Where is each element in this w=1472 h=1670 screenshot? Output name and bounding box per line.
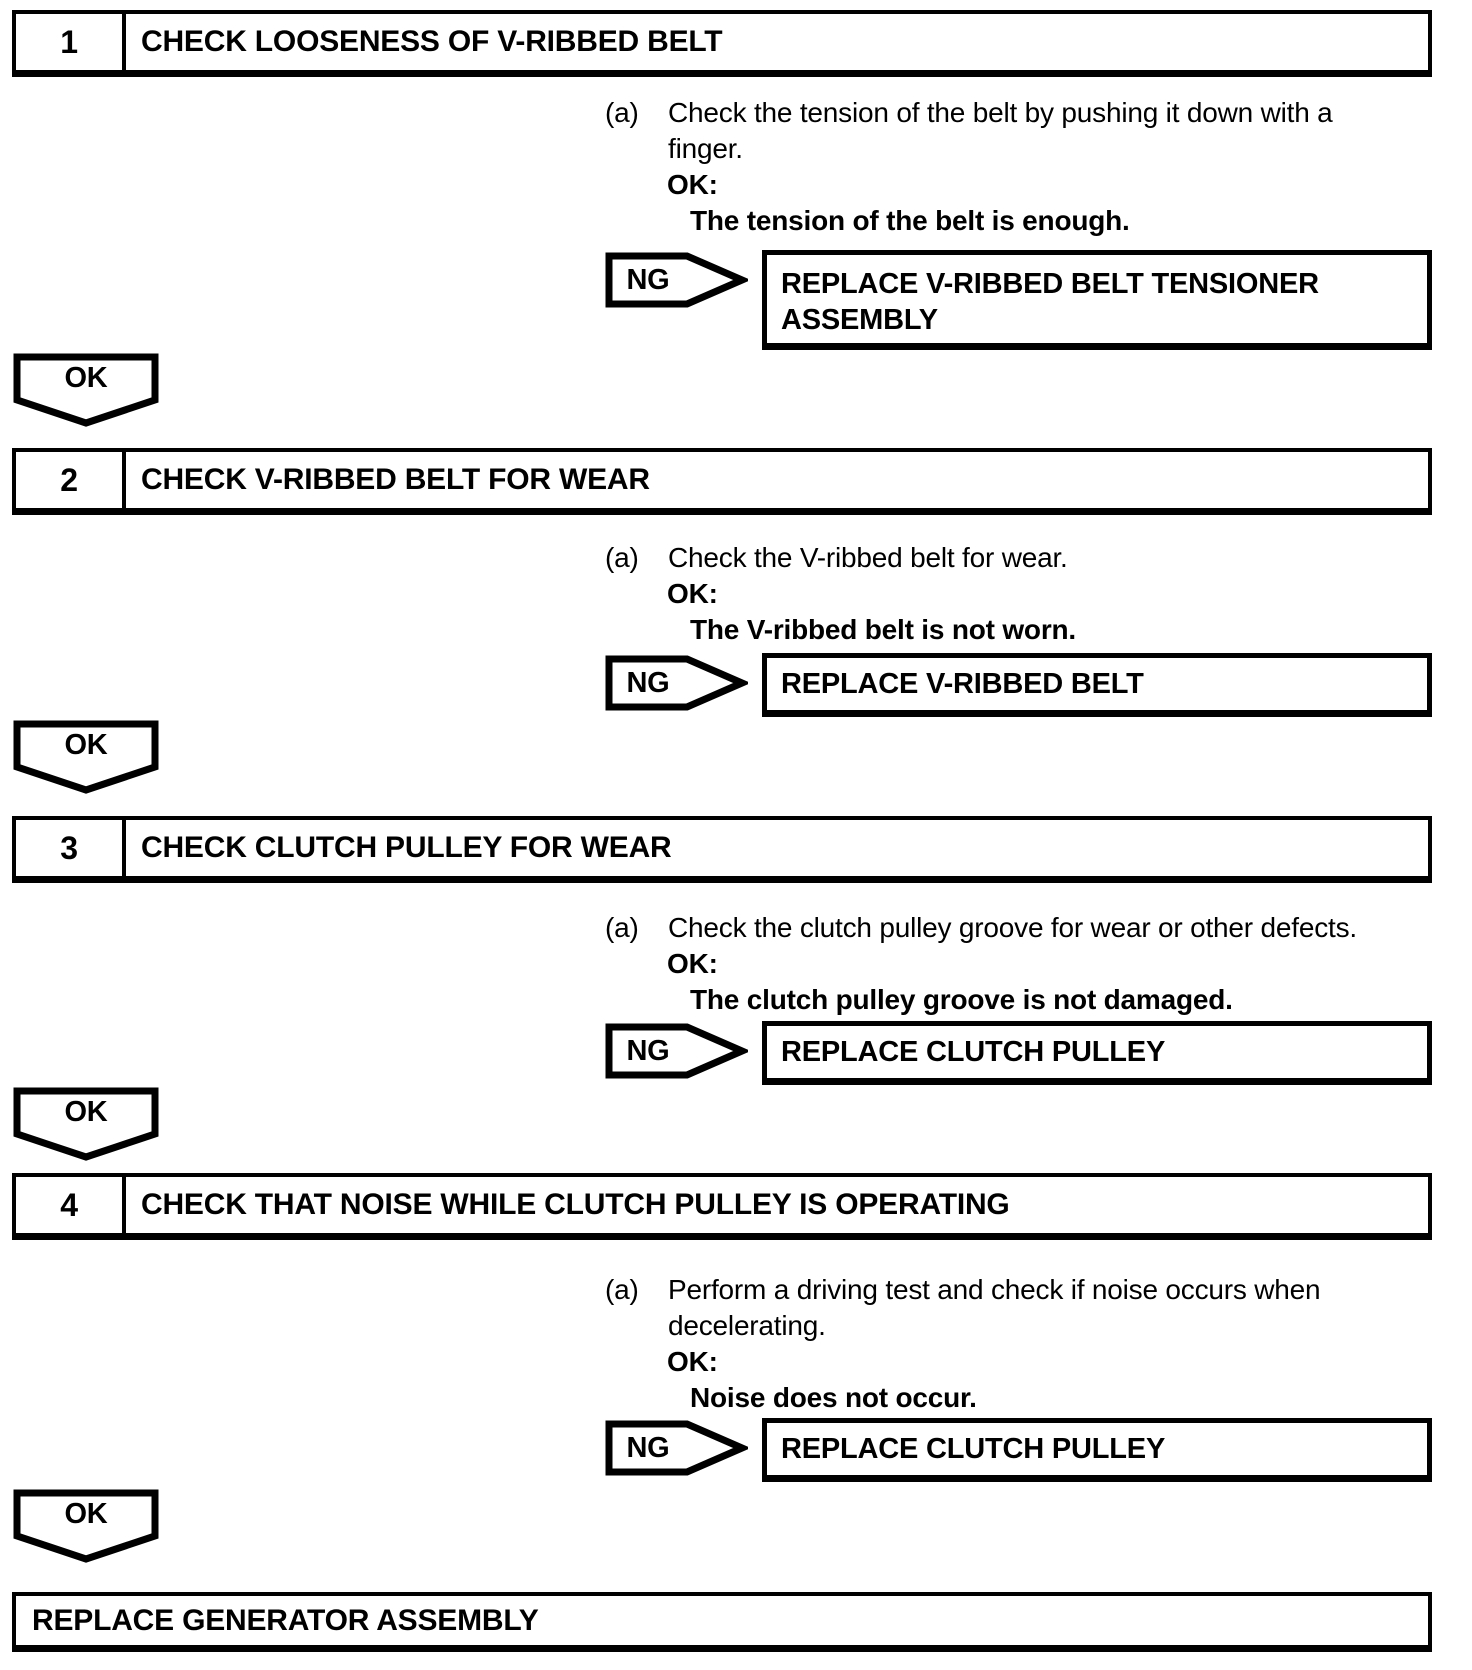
instruction-line: Perform a driving test and check if nois… [668,1274,1321,1305]
ok-heading: OK: [667,1346,718,1377]
ng-action-box: REPLACE CLUTCH PULLEY [762,1021,1432,1085]
final-action-label: REPLACE GENERATOR ASSEMBLY [32,1603,539,1637]
ng-arrow-icon [605,252,748,308]
step-header-1: 1 CHECK LOOSENESS OF V-RIBBED BELT [12,10,1432,77]
ng-action-box: REPLACE CLUTCH PULLEY [762,1418,1432,1482]
step-header-4: 4 CHECK THAT NOISE WHILE CLUTCH PULLEY I… [12,1173,1432,1240]
ng-action-line: REPLACE CLUTCH PULLEY [781,1036,1166,1068]
step-title: CHECK CLUTCH PULLEY FOR WEAR [141,831,672,864]
ok-pentagon-icon [13,1489,159,1563]
ok-pentagon-icon [13,720,159,794]
instruction-item-label: (a) [605,542,639,573]
ok-criterion: The V-ribbed belt is not worn. [690,614,1077,645]
final-action-box: REPLACE GENERATOR ASSEMBLY [12,1592,1432,1652]
instruction-line: finger. [668,133,743,164]
ok-connector-label: OK [64,1096,108,1128]
step-number: 4 [16,1177,126,1233]
ng-label: NG [626,264,670,296]
instruction-item-label: (a) [605,97,639,128]
ok-heading: OK: [667,948,718,979]
ok-connector: OK [13,1087,159,1161]
ok-criterion: The tension of the belt is enough. [690,205,1130,236]
ng-action-box: REPLACE V-RIBBED BELT TENSIONER ASSEMBLY [762,250,1432,350]
ng-action-line: REPLACE V-RIBBED BELT TENSIONER [781,268,1319,300]
ok-connector: OK [13,720,159,794]
instruction-block-3: (a) Check the clutch pulley groove for w… [605,910,1465,1018]
step-header-2: 2 CHECK V-RIBBED BELT FOR WEAR [12,448,1432,515]
ng-action-line: REPLACE CLUTCH PULLEY [781,1433,1166,1465]
step-header-3: 3 CHECK CLUTCH PULLEY FOR WEAR [12,816,1432,883]
ok-heading: OK: [667,578,718,609]
instruction-block-4: (a) Perform a driving test and check if … [605,1272,1465,1416]
ok-criterion: Noise does not occur. [690,1382,977,1413]
ng-action-line: ASSEMBLY [781,304,938,336]
ng-arrow-icon [605,655,748,711]
step-title: CHECK LOOSENESS OF V-RIBBED BELT [141,25,723,58]
instruction-line: Check the tension of the belt by pushing… [668,97,1333,128]
step-number: 3 [16,820,126,876]
step-title: CHECK THAT NOISE WHILE CLUTCH PULLEY IS … [141,1188,1010,1221]
ok-connector: OK [13,353,159,427]
ok-pentagon-icon [13,353,159,427]
ng-connector: NG [605,1420,748,1476]
ok-connector-label: OK [64,1498,108,1530]
step-title: CHECK V-RIBBED BELT FOR WEAR [141,463,650,496]
ok-criterion: The clutch pulley groove is not damaged. [690,984,1233,1015]
ng-label: NG [626,1035,670,1067]
ng-arrow-icon [605,1420,748,1476]
ok-connector: OK [13,1489,159,1563]
instruction-item-label: (a) [605,912,639,943]
ng-label: NG [626,1432,670,1464]
ng-connector: NG [605,252,748,308]
instruction-block-1: (a) Check the tension of the belt by pus… [605,95,1465,239]
step-number: 1 [16,14,126,70]
instruction-block-2: (a) Check the V-ribbed belt for wear. OK… [605,540,1465,648]
ok-connector-label: OK [64,729,108,761]
ng-label: NG [626,667,670,699]
ng-connector: NG [605,655,748,711]
ok-heading: OK: [667,169,718,200]
ok-pentagon-icon [13,1087,159,1161]
instruction-line: Check the clutch pulley groove for wear … [668,912,1357,943]
instruction-line: decelerating. [668,1310,826,1341]
ng-arrow-icon [605,1023,748,1079]
instruction-item-label: (a) [605,1274,639,1305]
ok-connector-label: OK [64,362,108,394]
step-number: 2 [16,452,126,508]
ng-action-line: REPLACE V-RIBBED BELT [781,668,1144,700]
ng-connector: NG [605,1023,748,1079]
instruction-line: Check the V-ribbed belt for wear. [668,542,1068,573]
ng-action-box: REPLACE V-RIBBED BELT [762,653,1432,717]
